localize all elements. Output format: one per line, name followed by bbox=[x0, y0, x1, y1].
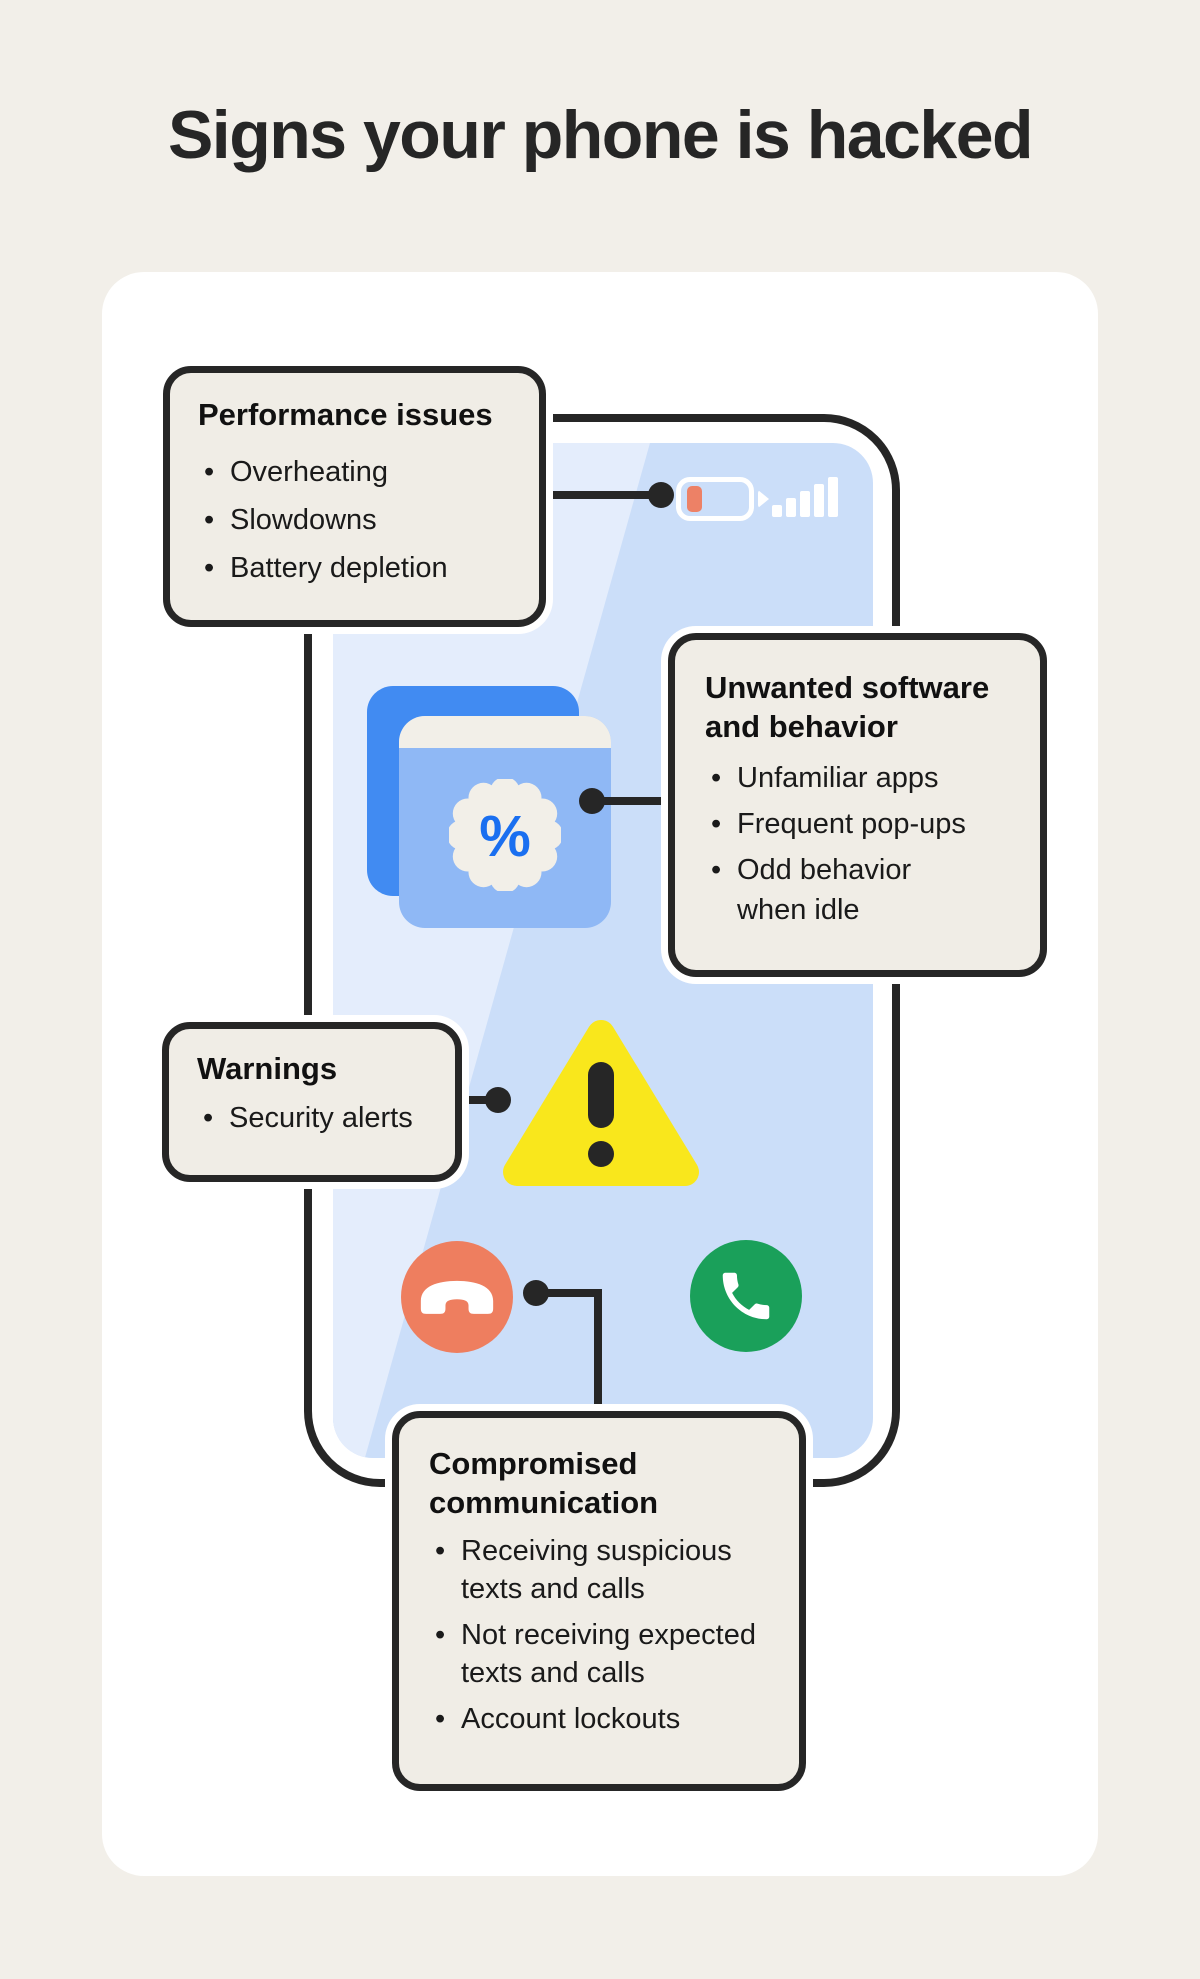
callout-bullet-list: Security alerts bbox=[197, 1096, 435, 1140]
connector-dot-performance bbox=[648, 482, 674, 508]
bullet-item: Slowdowns bbox=[198, 496, 515, 544]
callout-unwanted-software: Unwanted software and behavior Unfamilia… bbox=[668, 633, 1047, 977]
callout-bullet-list: Unfamiliar apps Frequent pop-ups Odd beh… bbox=[705, 758, 1020, 930]
phone-call-icon bbox=[690, 1240, 802, 1352]
callout-bullet-list: Overheating Slowdowns Battery depletion bbox=[198, 448, 515, 592]
hang-up-phone-icon bbox=[401, 1241, 513, 1353]
connector-dot-communication bbox=[523, 1280, 549, 1306]
signal-strength-icon bbox=[772, 477, 838, 517]
alert-triangle-icon bbox=[503, 1020, 699, 1186]
bullet-item: Overheating bbox=[198, 448, 515, 496]
connector-dot-warnings bbox=[485, 1087, 511, 1113]
callout-title: Compromised communication bbox=[429, 1446, 659, 1520]
callout-title: Warnings bbox=[197, 1051, 338, 1086]
callout-bullet-list: Receiving suspicious texts and calls Not… bbox=[429, 1532, 779, 1738]
battery-level-bar bbox=[687, 486, 702, 512]
connector-line-communication-h bbox=[536, 1289, 602, 1297]
bullet-item: Not receiving expected texts and calls bbox=[429, 1616, 779, 1692]
connector-line-warnings bbox=[458, 1096, 498, 1104]
bullet-item: Battery depletion bbox=[198, 544, 515, 592]
low-battery-icon bbox=[676, 477, 754, 521]
callout-performance-issues: Performance issues Overheating Slowdowns… bbox=[163, 366, 546, 627]
percent-badge-icon: % bbox=[449, 779, 561, 891]
callout-compromised-communication: Compromised communication Receiving susp… bbox=[392, 1411, 806, 1791]
bullet-item: Account lockouts bbox=[429, 1700, 779, 1738]
connector-line-communication-v bbox=[594, 1289, 602, 1415]
callout-title: Unwanted software and behavior bbox=[705, 670, 990, 744]
bullet-item: Unfamiliar apps bbox=[705, 758, 1020, 798]
percent-symbol: % bbox=[479, 804, 531, 869]
battery-nub bbox=[758, 490, 769, 508]
bullet-item: Odd behavior when idle bbox=[705, 850, 1020, 930]
page-title: Signs your phone is hacked bbox=[167, 97, 1034, 173]
callout-warnings: Warnings Security alerts bbox=[162, 1022, 462, 1182]
bullet-item: Frequent pop-ups bbox=[705, 804, 1020, 844]
connector-line-software bbox=[592, 797, 670, 805]
app-window-header bbox=[399, 716, 611, 748]
connector-dot-software bbox=[579, 788, 605, 814]
callout-title: Performance issues bbox=[198, 397, 493, 432]
bullet-item: Security alerts bbox=[197, 1096, 435, 1140]
bullet-item: Receiving suspicious texts and calls bbox=[429, 1532, 779, 1608]
connector-line-performance bbox=[546, 491, 660, 499]
